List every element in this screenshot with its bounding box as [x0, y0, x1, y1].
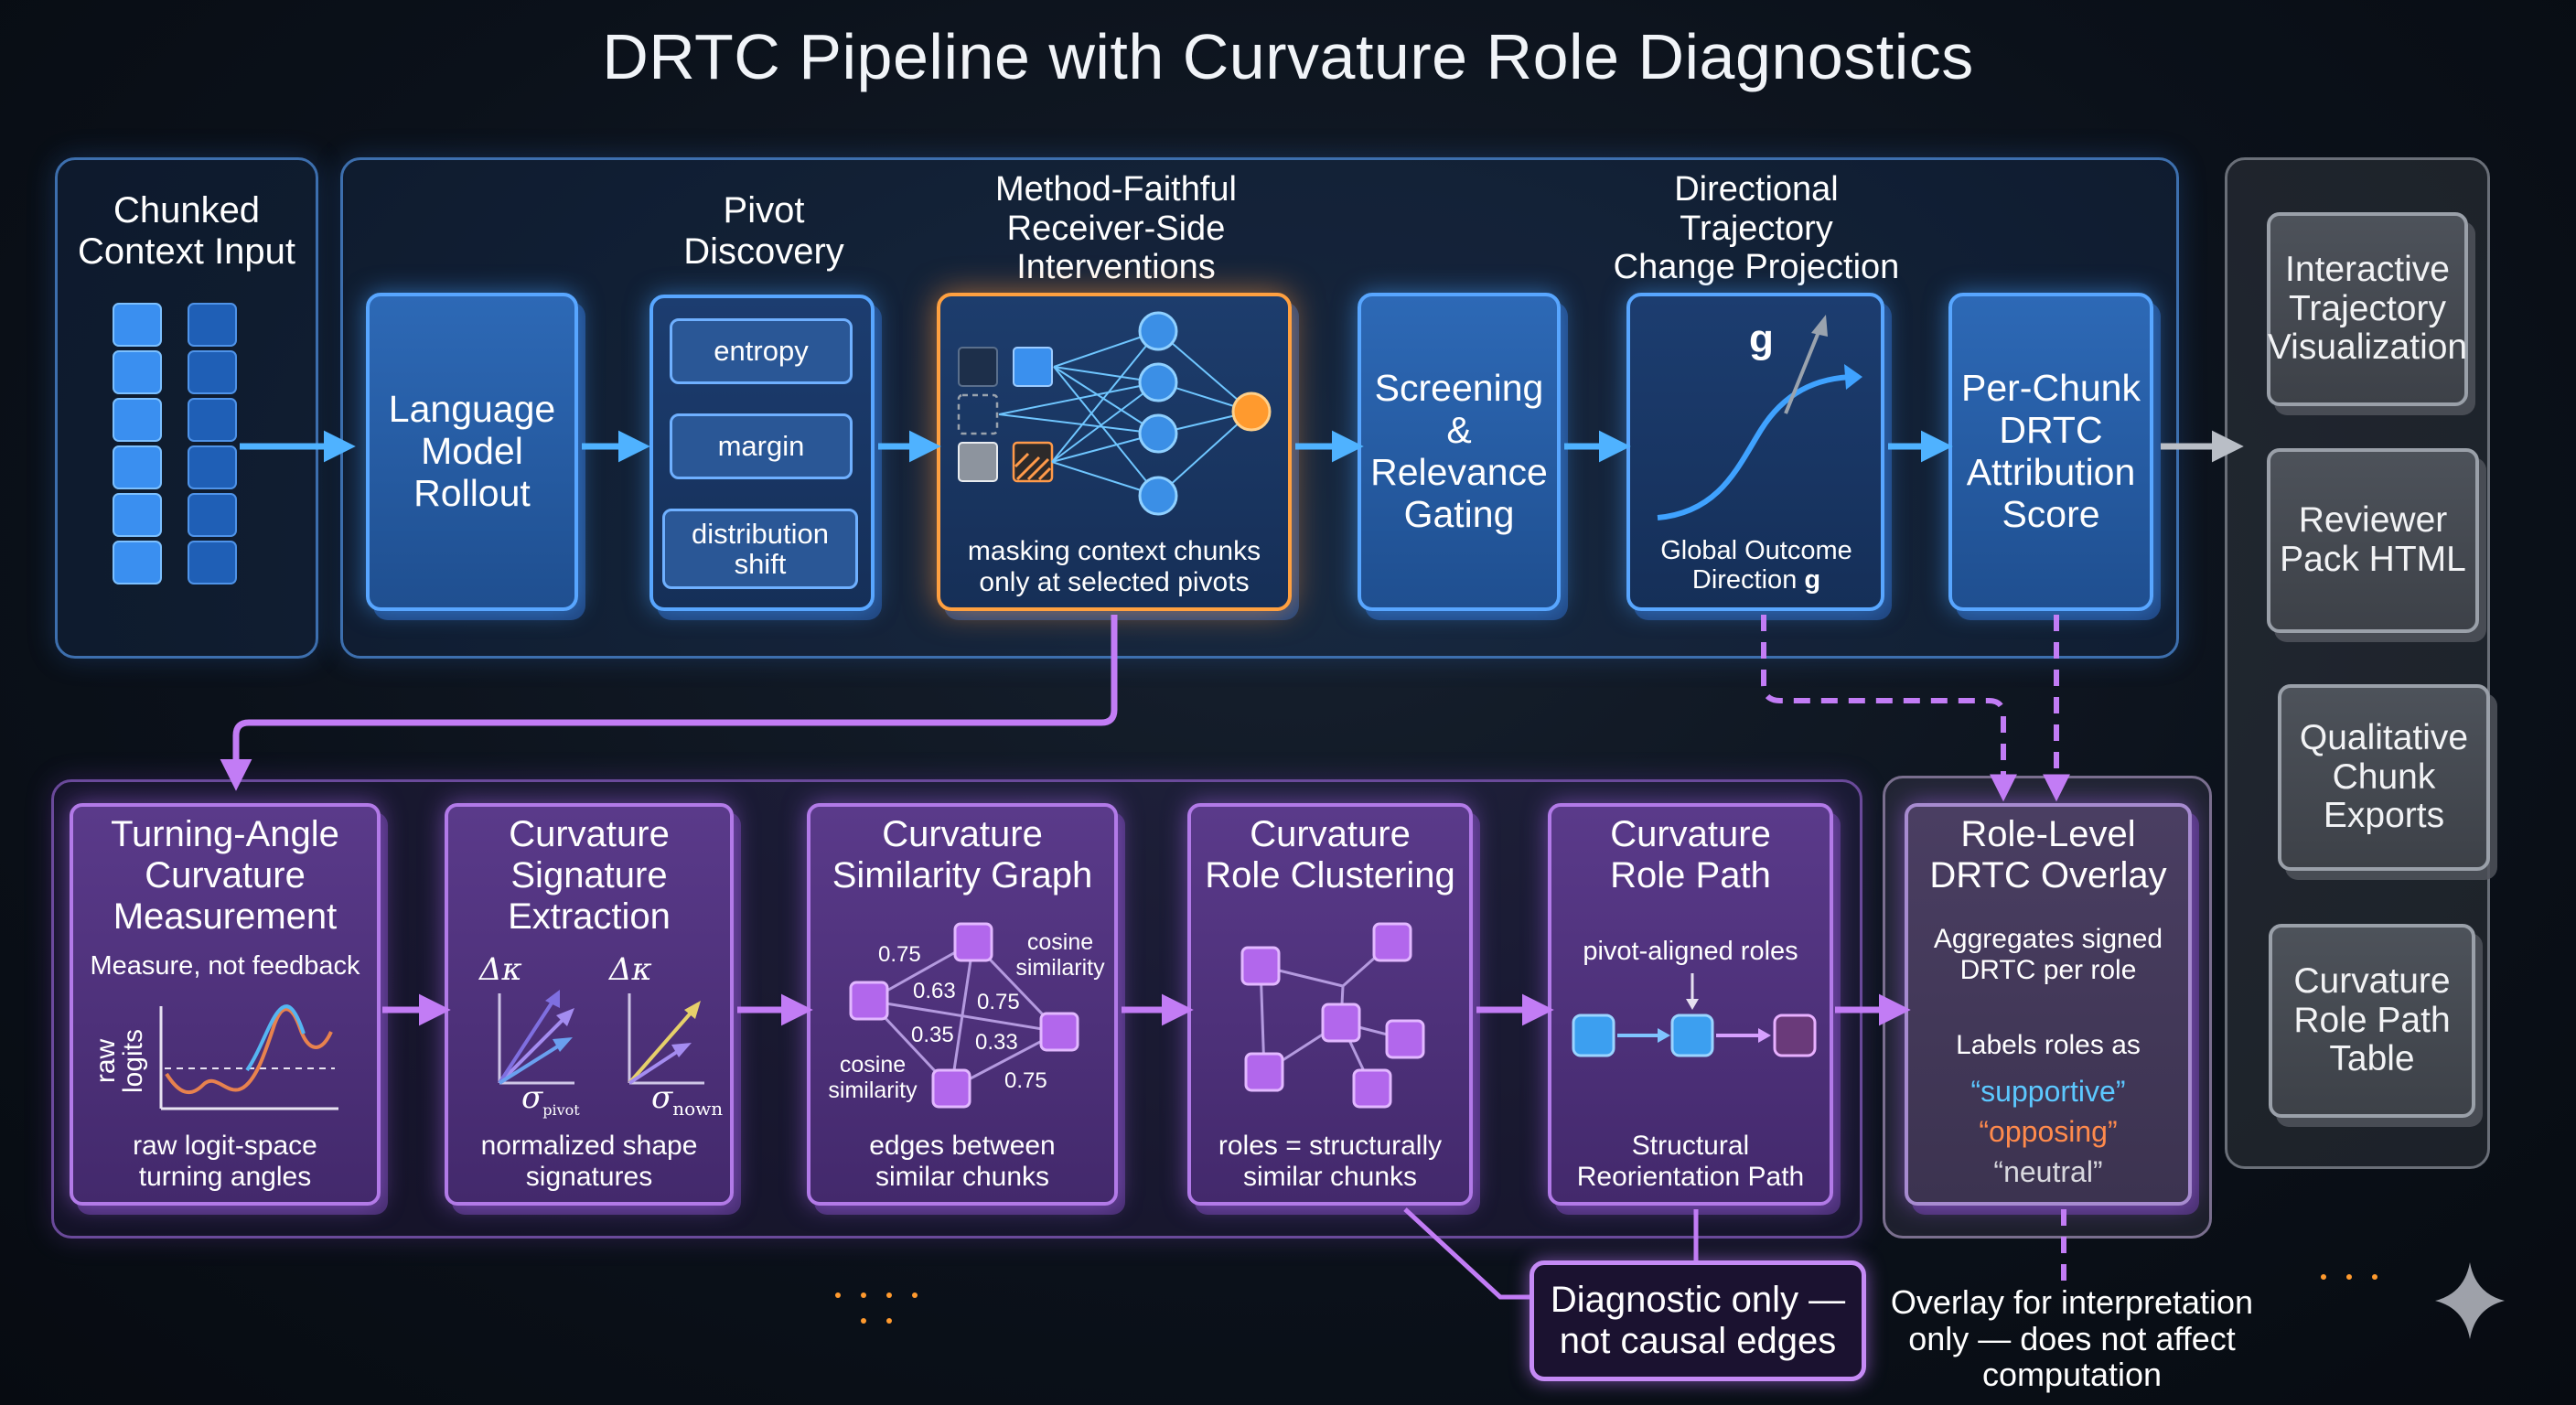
- interventions-title: Method-Faithful Receiver-Side Interventi…: [994, 170, 1237, 287]
- output-card-role-path-table: Curvature Role Path Table: [2269, 924, 2475, 1118]
- sigma-symbol: σ: [521, 1079, 543, 1116]
- graph-weight-label: 0.33: [975, 1030, 1018, 1055]
- sigma-sub-pivot: pivot: [542, 1100, 580, 1119]
- role-overlay-card: [1905, 803, 2192, 1206]
- label-supportive: “supportive”: [1970, 1075, 2126, 1108]
- masking-squares: [957, 347, 1054, 483]
- chunk-stack-right: [188, 303, 237, 585]
- delta-kappa-label-1: Δκ: [479, 951, 522, 988]
- similarity-graph-title: Curvature Similarity Graph: [832, 814, 1093, 896]
- chunked-input-panel: [55, 157, 318, 659]
- role-path-title: Curvature Role Path: [1610, 814, 1771, 896]
- graph-weight-label: 0.75: [878, 942, 921, 967]
- network-nodes: [1138, 311, 1272, 516]
- attribution-score-label: Per-Chunk DRTC Attribution Score: [1961, 367, 2141, 535]
- role-overlay-labels-intro: Labels roles as: [1956, 1030, 2141, 1060]
- graph-weight-label: 0.63: [913, 979, 956, 1003]
- output-card-chunk-exports: Qualitative Chunk Exports: [2278, 684, 2490, 871]
- role-path-caption: Structural Reorientation Path: [1576, 1131, 1805, 1192]
- attribution-score-card: Per-Chunk DRTC Attribution Score: [1948, 293, 2153, 611]
- chunked-input-title: Chunked Context Input: [78, 190, 295, 272]
- output-card-reviewer-pack: Reviewer Pack HTML: [2267, 448, 2479, 633]
- overlay-note: Overlay for interpretation only — does n…: [1890, 1283, 2254, 1394]
- language-model-rollout-label: Language Model Rollout: [388, 388, 556, 514]
- output-card-trajectory-visualization: Interactive Trajectory Visualization: [2267, 212, 2468, 406]
- role-overlay-title: Role-Level DRTC Overlay: [1929, 814, 2167, 896]
- projection-caption: Global Outcome Direction g: [1630, 536, 1883, 595]
- projection-title: Directional Trajectory Change Projection: [1613, 170, 1900, 287]
- page-title: DRTC Pipeline with Curvature Role Diagno…: [602, 21, 1974, 92]
- role-path-note: pivot-aligned roles: [1583, 937, 1798, 966]
- pivot-entropy-pill: entropy: [670, 318, 853, 384]
- graph-weight-label: 0.75: [1004, 1068, 1047, 1093]
- turning-angle-caption: raw logit-space turning angles: [133, 1131, 317, 1192]
- pivot-discovery-title: Pivot Discovery: [683, 190, 844, 272]
- screening-card: Screening & Relevance Gating: [1358, 293, 1561, 611]
- intervention-to-turning-connector: [220, 615, 1118, 791]
- sparkle-icon: [2435, 1262, 2505, 1339]
- turning-angle-title: Turning-Angle Curvature Measurement: [111, 814, 339, 937]
- turning-angle-card: [70, 803, 381, 1206]
- delta-kappa-label-2: Δκ: [609, 951, 652, 988]
- diagnostic-only-callout: Diagnostic only — not causal edges: [1530, 1260, 1866, 1381]
- dashed-overlay-connectors: [1761, 615, 2070, 1281]
- language-model-rollout-card: Language Model Rollout: [366, 293, 578, 611]
- sigma-pivot-label: σpivot: [521, 1079, 580, 1119]
- turning-angle-note: Measure, not feedback: [90, 951, 360, 981]
- label-neutral: “neutral”: [1993, 1155, 2103, 1188]
- pivot-distribution-shift-pill: distribution shift: [662, 509, 858, 589]
- graph-weight-label: 0.35: [911, 1023, 954, 1047]
- diagnostic-only-text: Diagnostic only — not causal edges: [1550, 1280, 1846, 1361]
- circuit-dots: [835, 1274, 2377, 1324]
- output-label: Curvature Role Path Table: [2293, 960, 2451, 1079]
- graph-cosine-label-top: cosine similarity: [1015, 929, 1105, 981]
- projection-card: [1626, 293, 1884, 611]
- sigma-sub-known: nown: [672, 1097, 724, 1120]
- similarity-graph-caption: edges between similar chunks: [869, 1131, 1056, 1192]
- projection-g-symbol: g: [1749, 316, 1774, 361]
- sigma-symbol: σ: [651, 1079, 673, 1116]
- diagnostic-callout-connectors: [1403, 1207, 1699, 1300]
- signature-extraction-caption: normalized shape signatures: [480, 1131, 698, 1192]
- role-clustering-title: Curvature Role Clustering: [1205, 814, 1455, 896]
- role-clustering-caption: roles = structurally similar chunks: [1218, 1131, 1443, 1192]
- signature-extraction-title: Curvature Signature Extraction: [508, 814, 671, 937]
- projection-caption-g: g: [1804, 565, 1821, 595]
- label-opposing: “opposing”: [1979, 1115, 2118, 1148]
- graph-weight-label: 0.75: [977, 990, 1020, 1014]
- interventions-caption: masking context chunks only at selected …: [967, 536, 1261, 597]
- projection-caption-prefix: Global Outcome Direction: [1660, 536, 1852, 595]
- sigma-known-label: σnown: [651, 1079, 723, 1120]
- pivot-margin-pill: margin: [670, 413, 853, 479]
- graph-cosine-label-left: cosine similarity: [828, 1052, 918, 1103]
- role-overlay-desc: Aggregates signed DRTC per role: [1933, 924, 2163, 985]
- output-label: Qualitative Chunk Exports: [2299, 717, 2469, 836]
- chunk-stack-left: [113, 303, 162, 585]
- screening-label: Screening & Relevance Gating: [1370, 367, 1548, 535]
- output-label: Reviewer Pack HTML: [2280, 500, 2466, 579]
- signature-extraction-card: [445, 803, 734, 1206]
- output-label: Interactive Trajectory Visualization: [2267, 249, 2468, 368]
